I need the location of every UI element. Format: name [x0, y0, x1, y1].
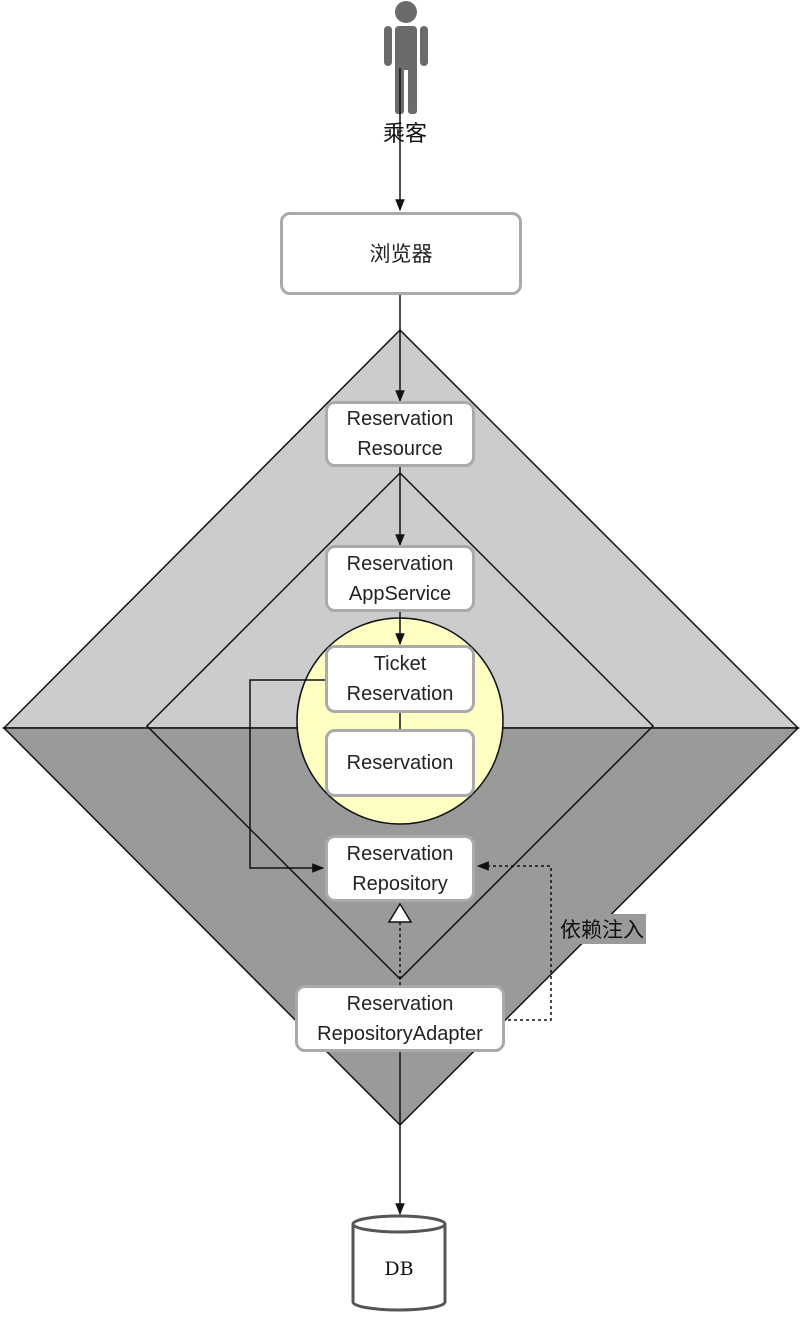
reservation-repository-adapter-box: Reservation RepositoryAdapter: [295, 985, 505, 1052]
database-label: DB: [384, 1258, 414, 1280]
reservation-entity-box: Reservation: [325, 729, 475, 797]
reservation-resource-label: Reservation Resource: [346, 408, 454, 460]
reservation-entity-label: Reservation: [346, 752, 454, 774]
reservation-resource-box: Reservation Resource: [325, 401, 475, 467]
reservation-repository-label: Reservation Repository: [346, 842, 454, 895]
database-cylinder-icon: [351, 1214, 447, 1312]
reservation-appservice-label: Reservation AppService: [346, 552, 454, 605]
arrow-ticket-to-repository: [249, 679, 327, 873]
dependency-injection-label: 依赖注入: [558, 914, 646, 944]
ticket-reservation-box: Ticket Reservation: [325, 645, 475, 713]
browser-box: 浏览器: [280, 212, 522, 295]
reservation-repository-adapter-label: Reservation RepositoryAdapter: [317, 992, 483, 1045]
ticket-reservation-label: Ticket Reservation: [346, 653, 454, 705]
actor-label: 乘客: [382, 122, 427, 147]
realization-triangle: [387, 902, 413, 923]
dependency-injection-arrow: [476, 861, 552, 1021]
browser-label: 浏览器: [369, 241, 433, 266]
person-icon: [384, 1, 428, 114]
reservation-appservice-box: Reservation AppService: [325, 545, 475, 612]
reservation-repository-box: Reservation Repository: [325, 835, 475, 902]
